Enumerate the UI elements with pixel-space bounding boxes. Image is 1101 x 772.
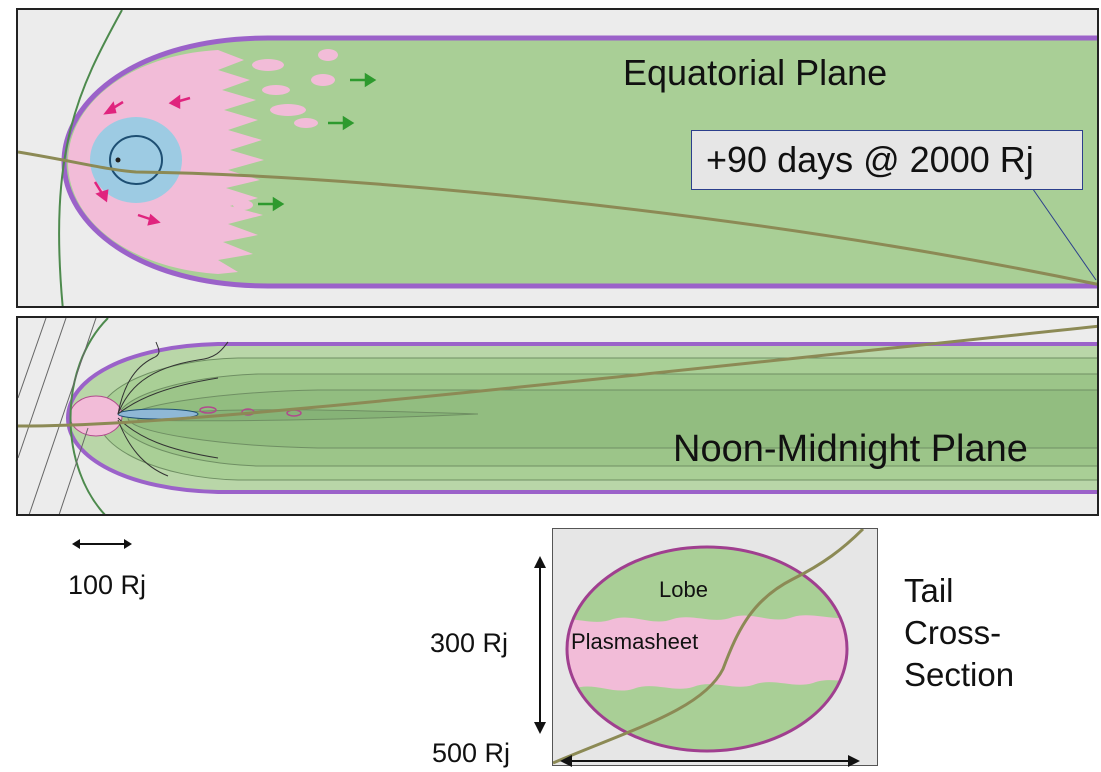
scale-bar-label: 100 Rj — [68, 570, 147, 600]
tail-title-line-1: Tail — [904, 572, 954, 609]
bow-shock — [58, 10, 123, 306]
tail-title-line-3: Section — [904, 656, 1015, 693]
magenta-flow-arrows — [93, 94, 191, 226]
tail-cross-section-title: Tail Cross- Section — [904, 570, 1014, 696]
solar-wind-field-lines — [18, 318, 97, 514]
trajectory-callout: +90 days @ 2000 Rj — [691, 130, 1083, 190]
tail-title-line-2: Cross- — [904, 614, 1002, 651]
callout-leader-line — [1027, 181, 1097, 281]
equatorial-plane-title: Equatorial Plane — [623, 52, 888, 93]
equatorial-plane-diagram — [18, 10, 1097, 306]
noon-midnight-plane-diagram — [18, 318, 1097, 514]
draped-field-lines — [117, 341, 229, 477]
width-dimension-arrow — [560, 755, 860, 767]
tail-cross-section-panel: Lobe Plasmasheet — [552, 528, 878, 766]
tail-cross-section-diagram — [553, 529, 865, 765]
spacecraft-trajectory — [553, 529, 865, 765]
tail-current-sheet — [137, 409, 479, 422]
magnetopause-outline — [565, 545, 849, 753]
inner-plasma-region — [69, 395, 123, 437]
plasmasheet-label: Plasmasheet — [571, 629, 699, 654]
spacecraft-trajectory — [18, 324, 1097, 428]
width-dimension-label: 500 Rj — [432, 738, 511, 768]
spacecraft-trajectory — [18, 150, 1097, 286]
jupiter-dot — [115, 157, 121, 163]
equatorial-plane-panel: Equatorial Plane +90 days @ 2000 Rj — [16, 8, 1099, 308]
height-dimension-arrow — [534, 556, 546, 734]
tail-contour-3 — [127, 389, 1097, 449]
io-torus-orbit — [109, 135, 163, 185]
plasmasheet-band — [567, 615, 847, 691]
height-dimension-label: 300 Rj — [430, 628, 509, 658]
inner-magnetosphere — [90, 117, 182, 203]
noon-midnight-plane-title: Noon-Midnight Plane — [673, 428, 1028, 470]
scale-bar-arrow — [72, 539, 132, 549]
green-flow-arrows — [258, 72, 377, 212]
lobe-label: Lobe — [659, 577, 708, 602]
noon-midnight-plane-panel: Noon-Midnight Plane — [16, 316, 1099, 516]
bow-shock — [69, 318, 109, 514]
plasmoid-blobs — [233, 49, 338, 210]
